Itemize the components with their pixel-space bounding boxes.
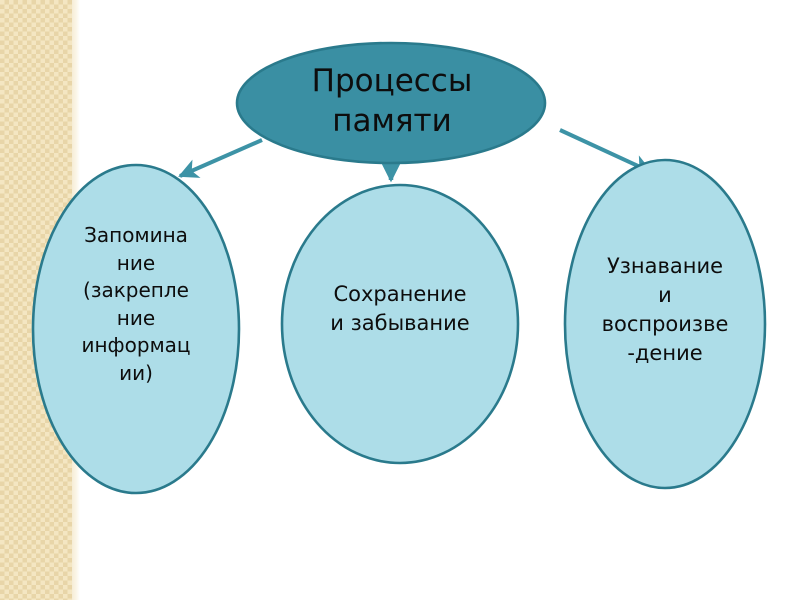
arrow-to-memorization — [178, 138, 263, 178]
node-recognition-reproduction[interactable] — [563, 158, 767, 490]
node-retention-forgetting[interactable] — [280, 183, 520, 465]
arrow-to-recognition — [559, 128, 653, 174]
node-processes-of-memory[interactable] — [235, 41, 547, 165]
node-memorization[interactable] — [31, 163, 241, 495]
